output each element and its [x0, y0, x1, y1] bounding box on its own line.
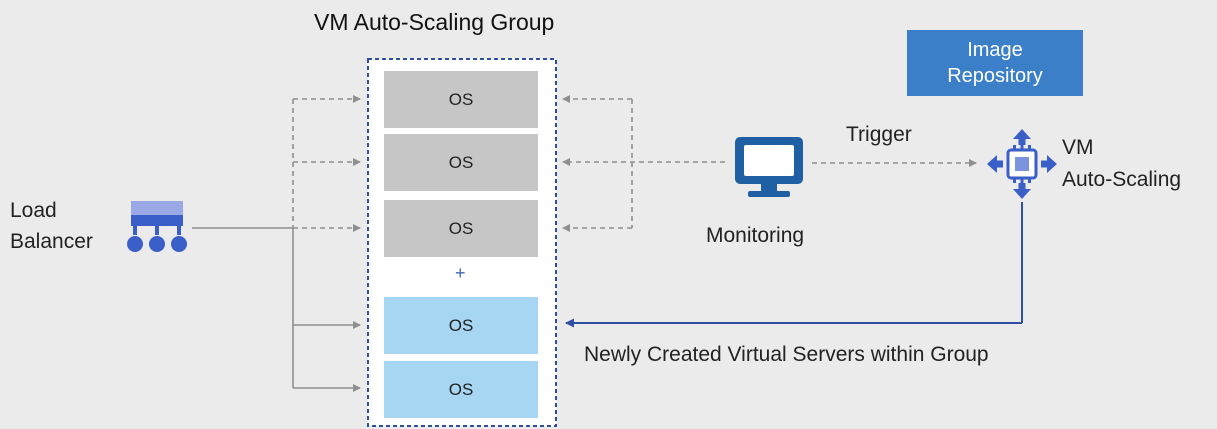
group-title: VM Auto-Scaling Group	[314, 9, 555, 35]
server-existing-3: OS	[384, 200, 538, 257]
new-servers-note: Newly Created Virtual Servers within Gro…	[584, 343, 989, 366]
auto-scaling-icon	[987, 129, 1057, 199]
load-balancer-label-line1: Load	[10, 199, 57, 222]
trigger-label: Trigger	[846, 123, 912, 146]
creation-path	[565, 202, 1023, 328]
image-repository-box: Image Repository	[907, 30, 1083, 96]
monitor-icon	[735, 137, 803, 197]
vm-auto-scaling-label-line2: Auto-Scaling	[1062, 168, 1182, 191]
image-repository-line1: Image	[967, 39, 1023, 61]
vm-auto-scaling-label-line1: VM	[1062, 136, 1094, 159]
server-existing-1: OS	[384, 71, 538, 128]
server-existing-2: OS	[384, 134, 538, 191]
load-balancer-icon	[127, 201, 187, 252]
image-repository-line2: Repository	[947, 65, 1043, 87]
monitoring-label: Monitoring	[706, 224, 805, 247]
load-balancer-dashed-links	[292, 95, 361, 232]
load-balancer-links	[192, 227, 361, 392]
plus-sign: +	[455, 263, 466, 283]
load-balancer-label-line2: Balancer	[10, 230, 93, 253]
server-new-2: OS	[384, 361, 538, 418]
server-new-1: OS	[384, 297, 538, 354]
monitoring-links	[562, 95, 977, 232]
